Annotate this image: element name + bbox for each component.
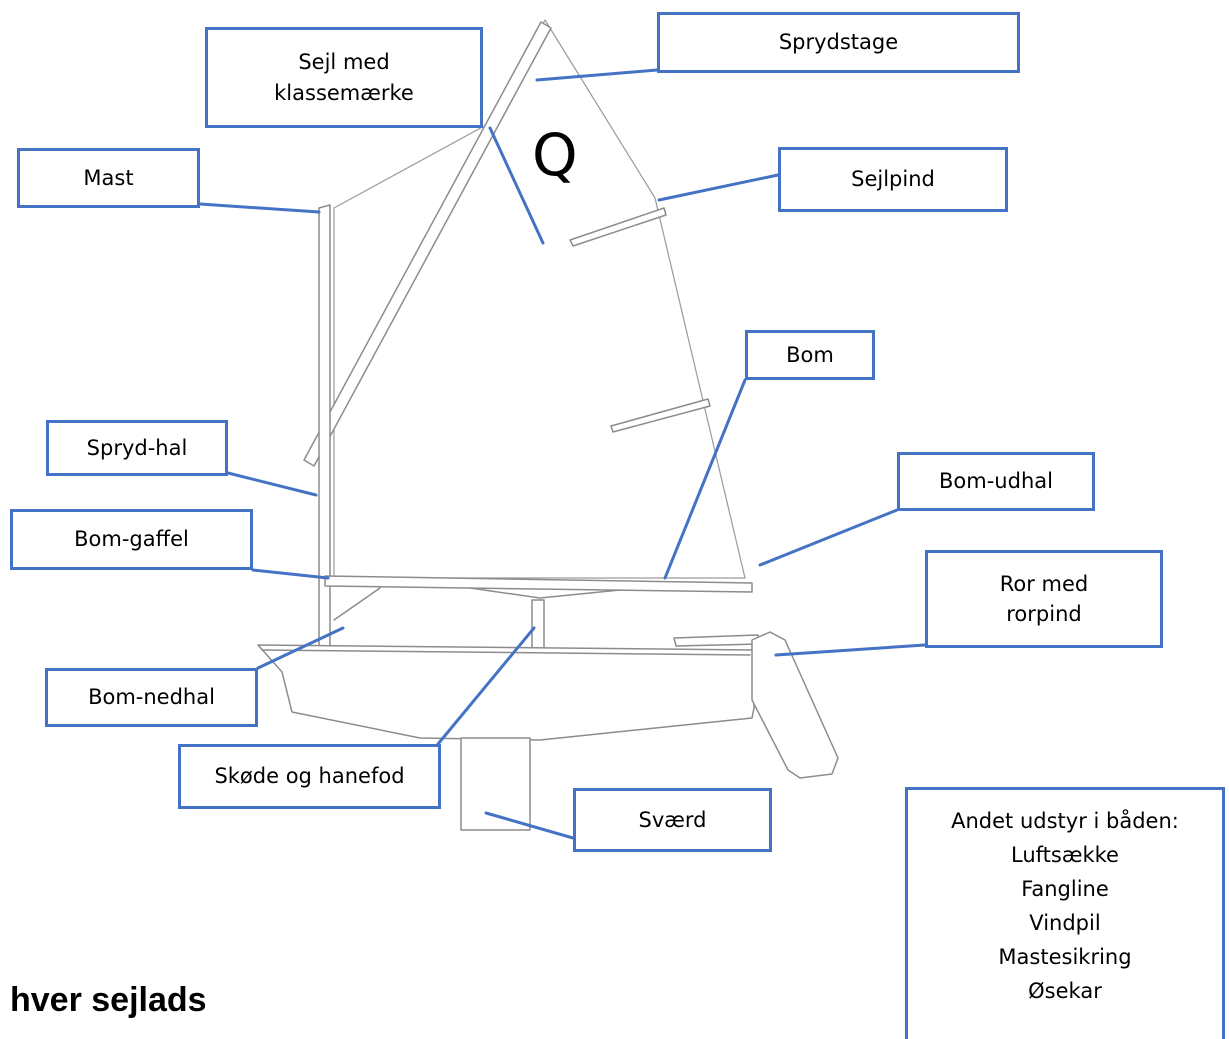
boom-vang-line — [333, 587, 381, 621]
label-spryd-hal: Spryd-hal — [46, 420, 228, 476]
sprit-spar — [303, 21, 552, 467]
leader-sprydstage — [535, 68, 659, 82]
centreboard — [460, 737, 531, 831]
equipment-item: Fangline — [1021, 877, 1109, 901]
label-sejlpind: Sejlpind — [778, 147, 1008, 212]
label-bom-udhal: Bom-udhal — [897, 452, 1095, 511]
label-mast: Mast — [17, 148, 200, 208]
label-ror-med-rorpind: Ror med rorpind — [925, 550, 1163, 648]
label-bom-nedhal: Bom-nedhal — [45, 668, 258, 727]
equipment-item: Mastesikring — [998, 945, 1132, 969]
label-svaerd: Sværd — [573, 788, 772, 852]
leader-bom-nedhal — [256, 626, 345, 670]
boom-spar — [324, 575, 753, 593]
leader-skode — [436, 626, 536, 746]
hull-outline — [257, 644, 755, 741]
leader-ror — [774, 643, 927, 657]
section-heading: hver sejlads — [10, 981, 207, 1019]
sail-emblem: Q — [532, 121, 578, 189]
equipment-list-box: Andet udstyr i båden: Luftsække Fangline… — [905, 787, 1225, 1039]
label-sejl-med-klassemaerke: Sejl med klassemærke — [205, 27, 483, 128]
equipment-item: Luftsække — [1011, 843, 1119, 867]
equipment-title: Andet udstyr i båden: — [951, 809, 1179, 833]
leader-sejl — [488, 126, 545, 245]
leader-bom-udhal — [758, 508, 899, 567]
rudder-blade — [751, 631, 839, 779]
batten-lower — [610, 398, 711, 433]
equipment-item: Øsekar — [1028, 979, 1102, 1003]
label-sprydstage: Sprydstage — [657, 12, 1020, 73]
mainsheet-post — [531, 599, 545, 653]
leader-sejlpind — [657, 173, 780, 202]
batten-upper — [569, 207, 667, 247]
leader-mast — [198, 202, 321, 214]
label-bom: Bom — [745, 330, 875, 380]
leader-bom — [663, 378, 747, 580]
hull-gunwale — [261, 649, 751, 656]
leader-svaerd — [484, 811, 575, 840]
label-bom-gaffel: Bom-gaffel — [10, 509, 253, 570]
leader-bom-gaffel — [251, 568, 330, 580]
leader-spryd-hal — [226, 471, 318, 497]
mainsheet-bridle — [469, 587, 621, 599]
label-skode-og-hanefod: Skøde og hanefod — [178, 744, 441, 809]
tiller — [673, 634, 761, 647]
equipment-item: Vindpil — [1029, 911, 1101, 935]
